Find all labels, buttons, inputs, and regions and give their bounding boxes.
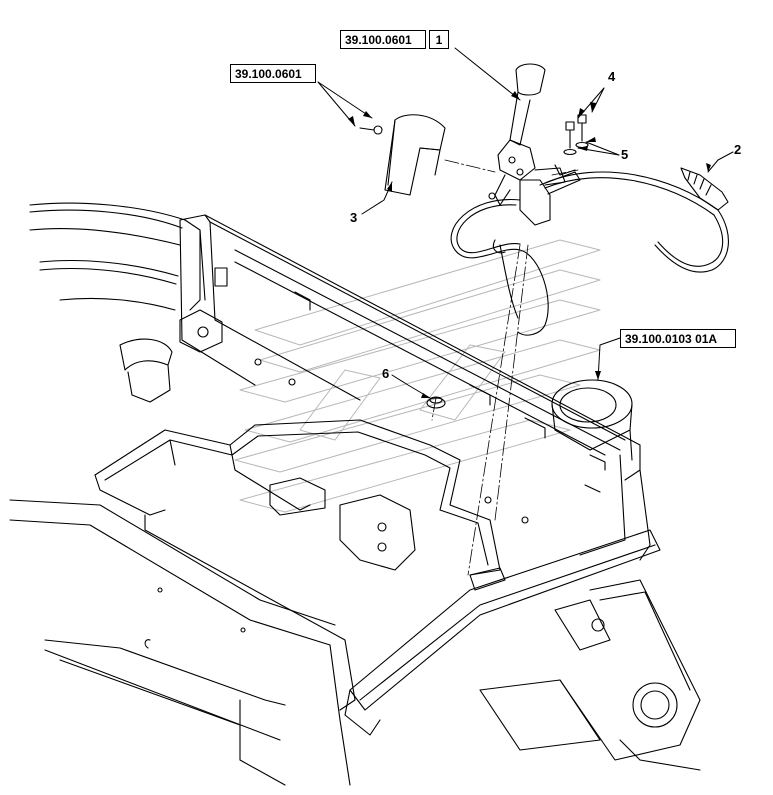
callout-6: 6 — [382, 366, 390, 381]
reference-box-top-main[interactable]: 39.100.0601 — [340, 30, 426, 49]
floor-panel — [179, 214, 651, 561]
callout-3: 3 — [350, 210, 358, 225]
cover-shield — [359, 114, 446, 196]
projection-lines — [431, 159, 579, 576]
leader-lines — [317, 47, 734, 399]
throttle-cable — [450, 167, 729, 336]
callout-4: 4 — [608, 69, 616, 84]
reference-box-right[interactable]: 39.100.0103 01A — [620, 329, 736, 348]
seat-base-ring — [551, 379, 633, 461]
watermark-logo — [234, 239, 601, 513]
inner-frame — [94, 358, 529, 576]
reference-qty-box: 1 — [429, 30, 449, 49]
left-fender — [29, 202, 201, 403]
reference-box-top-left[interactable]: 39.100.0601 — [230, 64, 316, 83]
callout-5: 5 — [621, 147, 629, 162]
throttle-lever — [488, 63, 581, 226]
callout-2: 2 — [734, 142, 742, 157]
lower-frame — [9, 499, 356, 786]
bolts-washers — [554, 114, 589, 176]
crossmember — [344, 529, 661, 736]
right-pivot-bracket — [479, 579, 701, 771]
